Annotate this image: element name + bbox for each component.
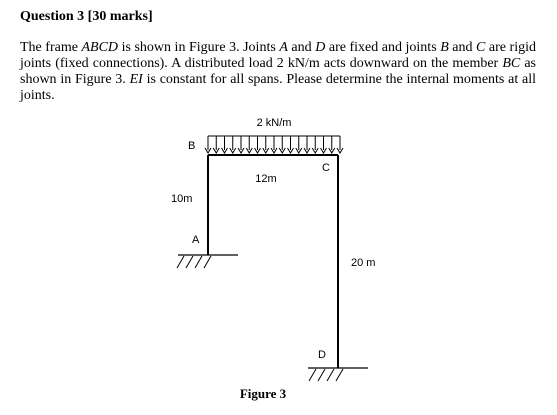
span-bc-label: 12m [255, 173, 276, 185]
question-text-run: as shown in Figure 3. [20, 56, 536, 87]
distributed-load [204, 135, 344, 154]
load-arrow [270, 136, 278, 154]
load-arrow [320, 136, 327, 154]
load-arrow [278, 136, 286, 154]
load-label: 2 kN/m [257, 117, 292, 129]
question-text-run: D [315, 40, 326, 55]
question-text-run: ABCD [81, 40, 119, 55]
question-text-run: EI [129, 72, 143, 87]
question-text-run: B [440, 40, 449, 55]
question-text-run: is constant for all spans. Please determ… [20, 72, 537, 103]
question-text-run: and [448, 40, 477, 55]
question-text-run: C [476, 40, 486, 55]
question-heading: Question 3 [30 marks] [20, 9, 153, 24]
fixed-support-a [176, 254, 238, 269]
question-text-run: The frame [20, 40, 82, 55]
joint-d-label: D [318, 349, 326, 361]
load-arrow [303, 136, 311, 154]
load-arrow [229, 136, 237, 154]
load-arrow [254, 136, 261, 154]
figure-caption: Figure 3 [240, 386, 287, 401]
joint-b-label: B [188, 140, 195, 152]
load-arrow [287, 136, 294, 154]
height-ab-label: 10m [171, 193, 192, 205]
load-arrow [245, 136, 253, 154]
question-text-run: are rigid joints (fixed connections). A … [20, 40, 536, 71]
load-arrow [237, 136, 245, 154]
question-text-run: is shown in Figure 3. Joints [118, 40, 280, 55]
question-text: The frame ABCD is shown in Figure 3. Joi… [20, 40, 536, 104]
question-text-run: BC [502, 56, 521, 71]
load-arrow [221, 136, 228, 154]
load-arrow [328, 136, 336, 154]
load-arrow [295, 136, 303, 154]
question-text-run: and [287, 40, 316, 55]
fixed-support-d [308, 367, 368, 382]
load-arrow [262, 136, 270, 154]
question-text-run: A [279, 40, 288, 55]
load-arrow [311, 136, 319, 154]
question-text-run: are fixed and joints [325, 40, 441, 55]
load-arrow [336, 136, 344, 154]
joint-c-label: C [322, 162, 330, 174]
load-arrow [204, 136, 212, 154]
load-arrow [212, 136, 220, 154]
joint-a-label: A [192, 234, 200, 246]
height-cd-label: 20 m [351, 257, 375, 269]
